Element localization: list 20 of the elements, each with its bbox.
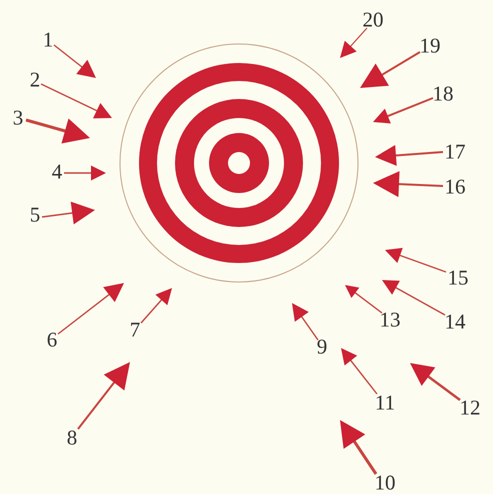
callout-number: 4: [52, 162, 62, 182]
callout-number: 3: [12, 108, 24, 128]
callout-number: 12: [460, 398, 480, 418]
callout-number: 2: [30, 70, 40, 90]
callout-number: 17: [444, 142, 466, 162]
callout-number: 7: [130, 320, 140, 340]
callout-number: 5: [30, 204, 40, 226]
callout-number: 19: [420, 36, 440, 56]
callout-number: 9: [316, 336, 328, 358]
callout-number: 11: [374, 392, 396, 414]
callout-number: 10: [374, 472, 396, 494]
callout-number: 18: [432, 84, 454, 104]
callout-number: 1: [42, 30, 54, 50]
callout-number: 13: [380, 310, 400, 330]
callout-number: 6: [46, 330, 58, 350]
callout-number: 20: [362, 10, 384, 30]
callout-number: 14: [444, 312, 466, 332]
callout-number: 16: [444, 176, 466, 198]
callout-number: 15: [448, 268, 468, 288]
callout-number: 8: [66, 428, 78, 448]
